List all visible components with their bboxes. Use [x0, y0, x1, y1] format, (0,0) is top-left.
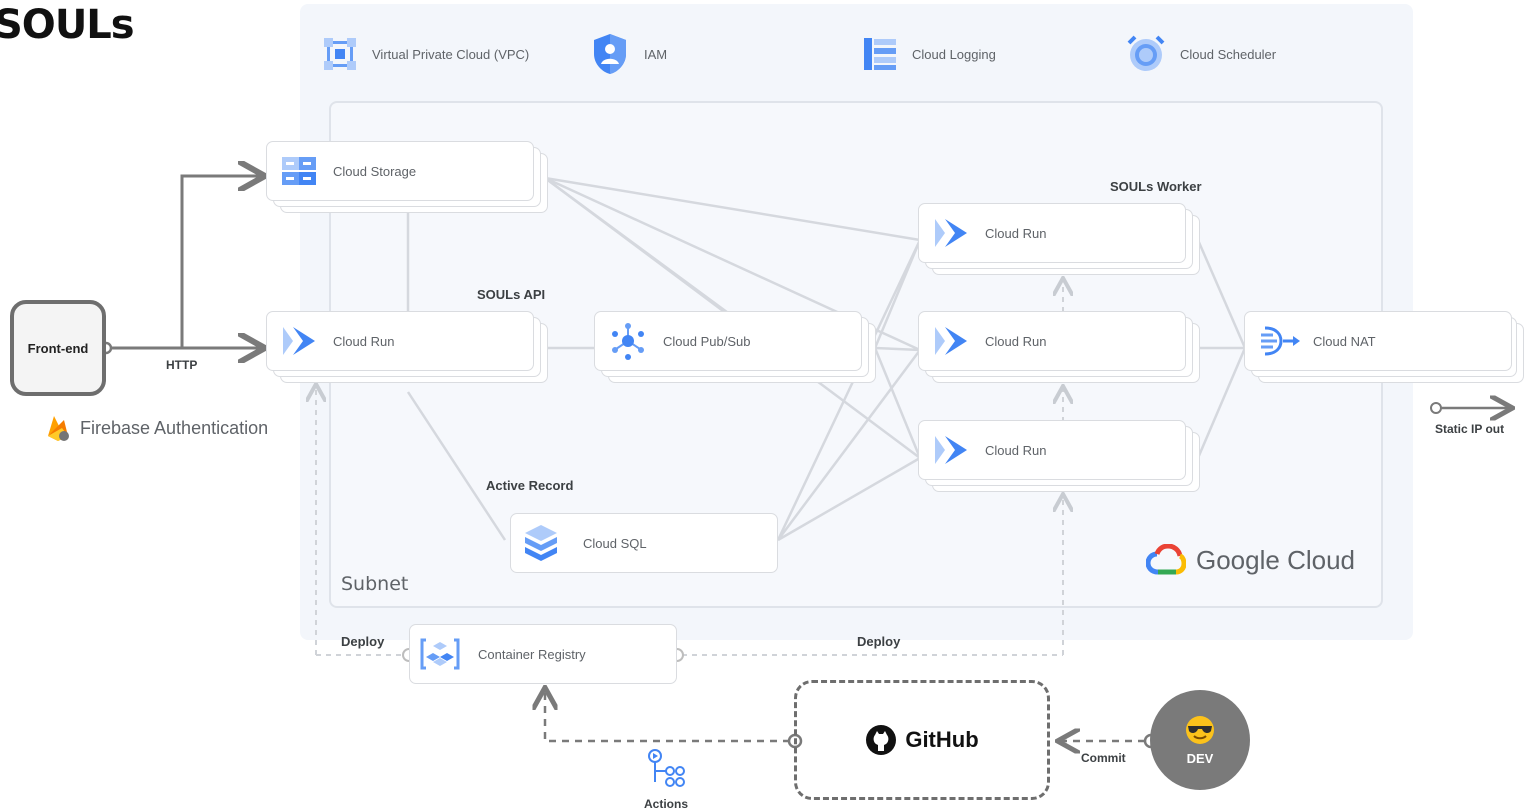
deploy-dashed-lines	[316, 280, 1063, 656]
souls-worker-title: SOULs Worker	[1110, 179, 1202, 194]
container-registry-icon	[420, 638, 460, 670]
worker-cloud-run-label-1: Cloud Run	[985, 225, 1047, 241]
cloud-scheduler-label: Cloud Scheduler	[1180, 46, 1277, 62]
iam-label: IAM	[644, 46, 668, 62]
iam-service: IAM	[590, 32, 667, 76]
cloud-logging-service: Cloud Logging	[862, 36, 996, 72]
github-flow-lines	[545, 690, 1145, 741]
pubsub-label: Cloud Pub/Sub	[663, 333, 751, 349]
firebase-label: Firebase Authentication	[80, 417, 269, 438]
cloud-sql-node: Cloud SQL	[510, 513, 778, 573]
frontend-label: Front-end	[27, 340, 89, 356]
cloud-run-icon	[283, 327, 315, 355]
container-registry-label: Container Registry	[478, 646, 586, 662]
api-cloud-run-node: Cloud Run	[266, 311, 548, 384]
sunglasses-emoji-icon	[1186, 715, 1214, 744]
souls-api-title: SOULs API	[477, 287, 546, 302]
worker-cloud-run-node-1: Cloud Run	[918, 203, 1201, 276]
api-cloud-run-label: Cloud Run	[333, 333, 395, 349]
frontend-node: Front-end	[10, 300, 106, 396]
cloud-sql-label: Cloud SQL	[583, 535, 647, 551]
firebase-icon	[48, 416, 69, 441]
cloud-run-icon	[935, 436, 967, 464]
static-ip-label: Static IP out	[1435, 422, 1505, 436]
dev-label: DEV	[1186, 750, 1214, 766]
container-registry-node: Container Registry	[409, 624, 677, 684]
cloud-storage-icon	[282, 157, 316, 185]
vpc-label: Virtual Private Cloud (VPC)	[372, 46, 530, 62]
commit-label: Commit	[1081, 751, 1126, 765]
google-cloud-label: Google Cloud	[1196, 544, 1355, 575]
github-icon	[866, 725, 897, 755]
pubsub-icon	[612, 323, 644, 360]
worker-cloud-run-label-2: Cloud Run	[985, 333, 1047, 349]
http-arrows	[110, 176, 262, 348]
worker-cloud-run-node-2: Cloud Run	[918, 311, 1201, 384]
cloud-nat-label: Cloud NAT	[1313, 333, 1376, 349]
http-label: HTTP	[166, 358, 198, 372]
github-label: GitHub	[905, 727, 979, 752]
google-cloud-icon	[1146, 544, 1186, 575]
dev-avatar: DEV	[1150, 690, 1250, 790]
cloud-logging-label: Cloud Logging	[912, 46, 996, 62]
vpc-icon	[324, 38, 356, 70]
cloud-scheduler-service: Cloud Scheduler	[1126, 34, 1276, 74]
cloud-nat-node: Cloud NAT	[1244, 311, 1524, 384]
actions-label: Actions	[644, 797, 689, 811]
cloud-storage-label: Cloud Storage	[333, 163, 417, 179]
github-actions	[646, 749, 688, 796]
google-cloud-logo: Google Cloud	[1146, 544, 1355, 576]
vpc-service: Virtual Private Cloud (VPC)	[322, 36, 529, 72]
cloud-nat-icon	[1261, 326, 1300, 356]
subnet-label: Subnet	[341, 573, 409, 595]
page-title: SOULs	[0, 2, 135, 48]
deploy-left-label: Deploy	[341, 634, 385, 649]
cloud-storage-node: Cloud Storage	[266, 141, 548, 214]
cloud-run-icon	[935, 219, 967, 247]
cloud-sql-icon	[525, 525, 557, 561]
iam-shield-icon	[594, 34, 626, 74]
github-actions-icon	[648, 749, 685, 787]
cloud-logging-icon	[864, 38, 896, 70]
worker-cloud-run-node-3: Cloud Run	[918, 420, 1201, 493]
cloud-run-icon	[935, 327, 967, 355]
github-node: GitHub	[794, 680, 1050, 800]
cloud-scheduler-icon	[1127, 35, 1165, 71]
firebase-auth: Firebase Authentication	[46, 414, 268, 442]
worker-cloud-run-label-3: Cloud Run	[985, 442, 1047, 458]
active-record-title: Active Record	[486, 478, 574, 493]
deploy-right-label: Deploy	[857, 634, 901, 649]
pubsub-node: Cloud Pub/Sub	[594, 311, 876, 384]
